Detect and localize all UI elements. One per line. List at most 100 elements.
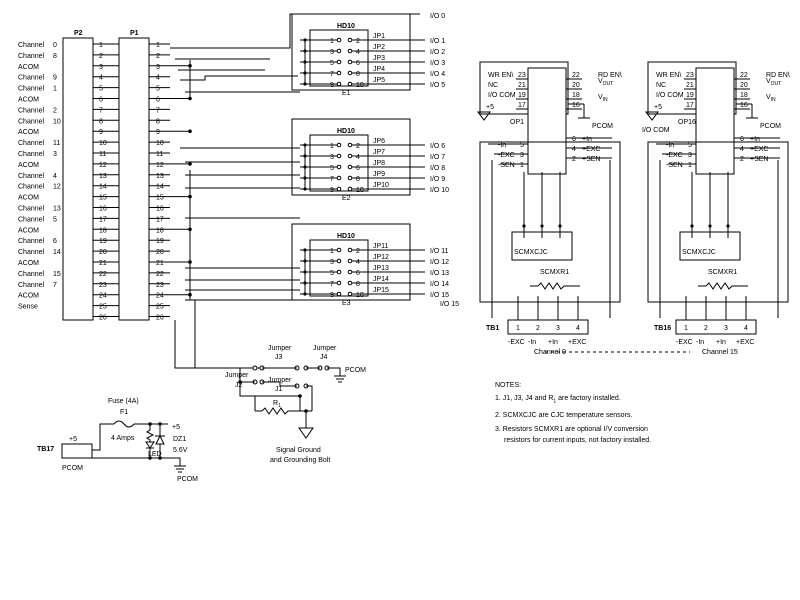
module-right-label: VOUT xyxy=(766,78,781,87)
jumper-jp7: JP7 xyxy=(373,149,385,156)
r1-label: R1 xyxy=(273,400,281,409)
hd10-pin-right xyxy=(347,175,353,181)
hd10-pin-left xyxy=(336,258,342,264)
io-io4: I/O 4 xyxy=(430,71,445,78)
tb-pin: 4 xyxy=(576,325,580,332)
hd10-even-pin: 10 xyxy=(356,187,364,194)
hd10-pin-left xyxy=(336,153,342,159)
p1-pin-17: 17 xyxy=(156,216,164,223)
jumper-jp4: JP4 xyxy=(373,66,385,73)
tb-signal-label: +In xyxy=(548,339,558,346)
io-io5: I/O 5 xyxy=(430,82,445,89)
hd10-pin-right xyxy=(347,291,353,297)
module-in-label: -EXC xyxy=(666,152,683,159)
io-io9: I/O 9 xyxy=(430,176,445,183)
p1-pin-19: 19 xyxy=(156,238,164,245)
plus5-label: +5 xyxy=(172,424,180,431)
module-right-label: RD EN\ xyxy=(766,72,790,79)
channel-label: Channel 0 xyxy=(534,349,566,356)
cjc-junction xyxy=(726,224,730,228)
hd10-even-pin: 8 xyxy=(356,71,360,78)
hd10-even-pin: 2 xyxy=(356,38,360,45)
module-right-pin: 18 xyxy=(572,92,580,99)
hd10-pin-left xyxy=(336,186,342,192)
hd10-odd-pin: 1 xyxy=(330,143,334,150)
ground-jumper-section: Jumper J3 Jumper J4 Jumper J2 Jumper J1 … xyxy=(225,345,366,464)
hd10-even-pin: 8 xyxy=(356,281,360,288)
cjc-label: SCMXCJC xyxy=(514,249,548,256)
module-left-pin: 19 xyxy=(518,92,526,99)
p1-pin-22: 22 xyxy=(156,271,164,278)
fuse-name: F1 xyxy=(120,409,128,416)
p2-label-23: Channel xyxy=(18,282,45,289)
module-body xyxy=(695,67,735,175)
io-io12: I/O 12 xyxy=(430,259,449,266)
p2-label-2: Channel xyxy=(18,53,45,60)
hd10-pin-left xyxy=(336,81,342,87)
p2-pin-15: 15 xyxy=(99,195,107,202)
module-in-pin: 3 xyxy=(688,152,692,159)
p2-label-8: Channel xyxy=(18,118,45,125)
hd10-odd-pin: 9 xyxy=(330,82,334,89)
hd10-odd-pin: 1 xyxy=(330,248,334,255)
hd10-even-pin: 6 xyxy=(356,270,360,277)
hd10-pin-left xyxy=(336,70,342,76)
tb-pin: 4 xyxy=(744,325,748,332)
module-right-label: VOUT xyxy=(598,78,613,87)
p2-connector: P2 xyxy=(62,30,94,321)
module-left-label: WR EN\ xyxy=(488,72,513,79)
module-body xyxy=(527,67,567,175)
hd10-even-pin: 6 xyxy=(356,165,360,172)
j2-name: J2 xyxy=(235,382,243,389)
module-right-label: VIN xyxy=(598,94,608,103)
hd10-odd-pin: 3 xyxy=(330,259,334,266)
p2-title: P2 xyxy=(74,30,83,37)
p2-num-14: 12 xyxy=(53,184,61,191)
p2-pin-8: 8 xyxy=(99,118,103,125)
io-io11: I/O 11 xyxy=(430,248,449,255)
p1-pin-25: 25 xyxy=(156,304,164,311)
hd10-title: HD10 xyxy=(337,23,355,30)
p2-label-13: Channel xyxy=(18,173,45,180)
hd10-pin-right xyxy=(347,81,353,87)
j2-caption: Jumper xyxy=(225,372,249,379)
p1-pin-20: 20 xyxy=(156,249,164,256)
jumper-jp13: JP13 xyxy=(373,265,389,272)
module-iocom: I/O COM xyxy=(642,127,670,134)
hd10-even-pin: 10 xyxy=(356,292,364,299)
p2-label-17: Channel xyxy=(18,216,45,223)
p2-num-2: 8 xyxy=(53,53,57,60)
p2-num-5: 1 xyxy=(53,86,57,93)
p2-label-21: ACOM xyxy=(18,260,39,267)
j3-name: J3 xyxy=(275,354,283,361)
hd10-odd-pin: 5 xyxy=(330,270,334,277)
hd10-pin-right xyxy=(347,37,353,43)
p1-pin-23: 23 xyxy=(156,282,164,289)
p2-pin-13: 13 xyxy=(99,173,107,180)
hd10-pin-left xyxy=(336,247,342,253)
io-io6: I/O 6 xyxy=(430,143,445,150)
io0-label: I/O 0 xyxy=(430,13,445,20)
hd10-pin-left xyxy=(336,142,342,148)
hd10-pin-left xyxy=(336,175,342,181)
module-right-label: VIN xyxy=(766,94,776,103)
p2-label-25: Sense xyxy=(18,304,38,311)
hd10-odd-pin: 3 xyxy=(330,154,334,161)
p2-label-18: ACOM xyxy=(18,227,39,234)
p2-num-16: 13 xyxy=(53,206,61,213)
hd10-pin-right xyxy=(347,280,353,286)
tb-signal-label: +In xyxy=(716,339,726,346)
hd10-even-pin: 4 xyxy=(356,259,360,266)
p2-num-22: 15 xyxy=(53,271,61,278)
notes-block: NOTES: 1. J1, J3, J4 and R1 are factory … xyxy=(495,380,795,446)
module-in-label: -In xyxy=(498,142,506,149)
p1-pin-8: 8 xyxy=(156,118,160,125)
hd10-pin-right xyxy=(347,164,353,170)
p2-pin-17: 17 xyxy=(99,216,107,223)
io-io7: I/O 7 xyxy=(430,154,445,161)
hd10-even-pin: 2 xyxy=(356,143,360,150)
p2-pin-3: 3 xyxy=(99,64,103,71)
